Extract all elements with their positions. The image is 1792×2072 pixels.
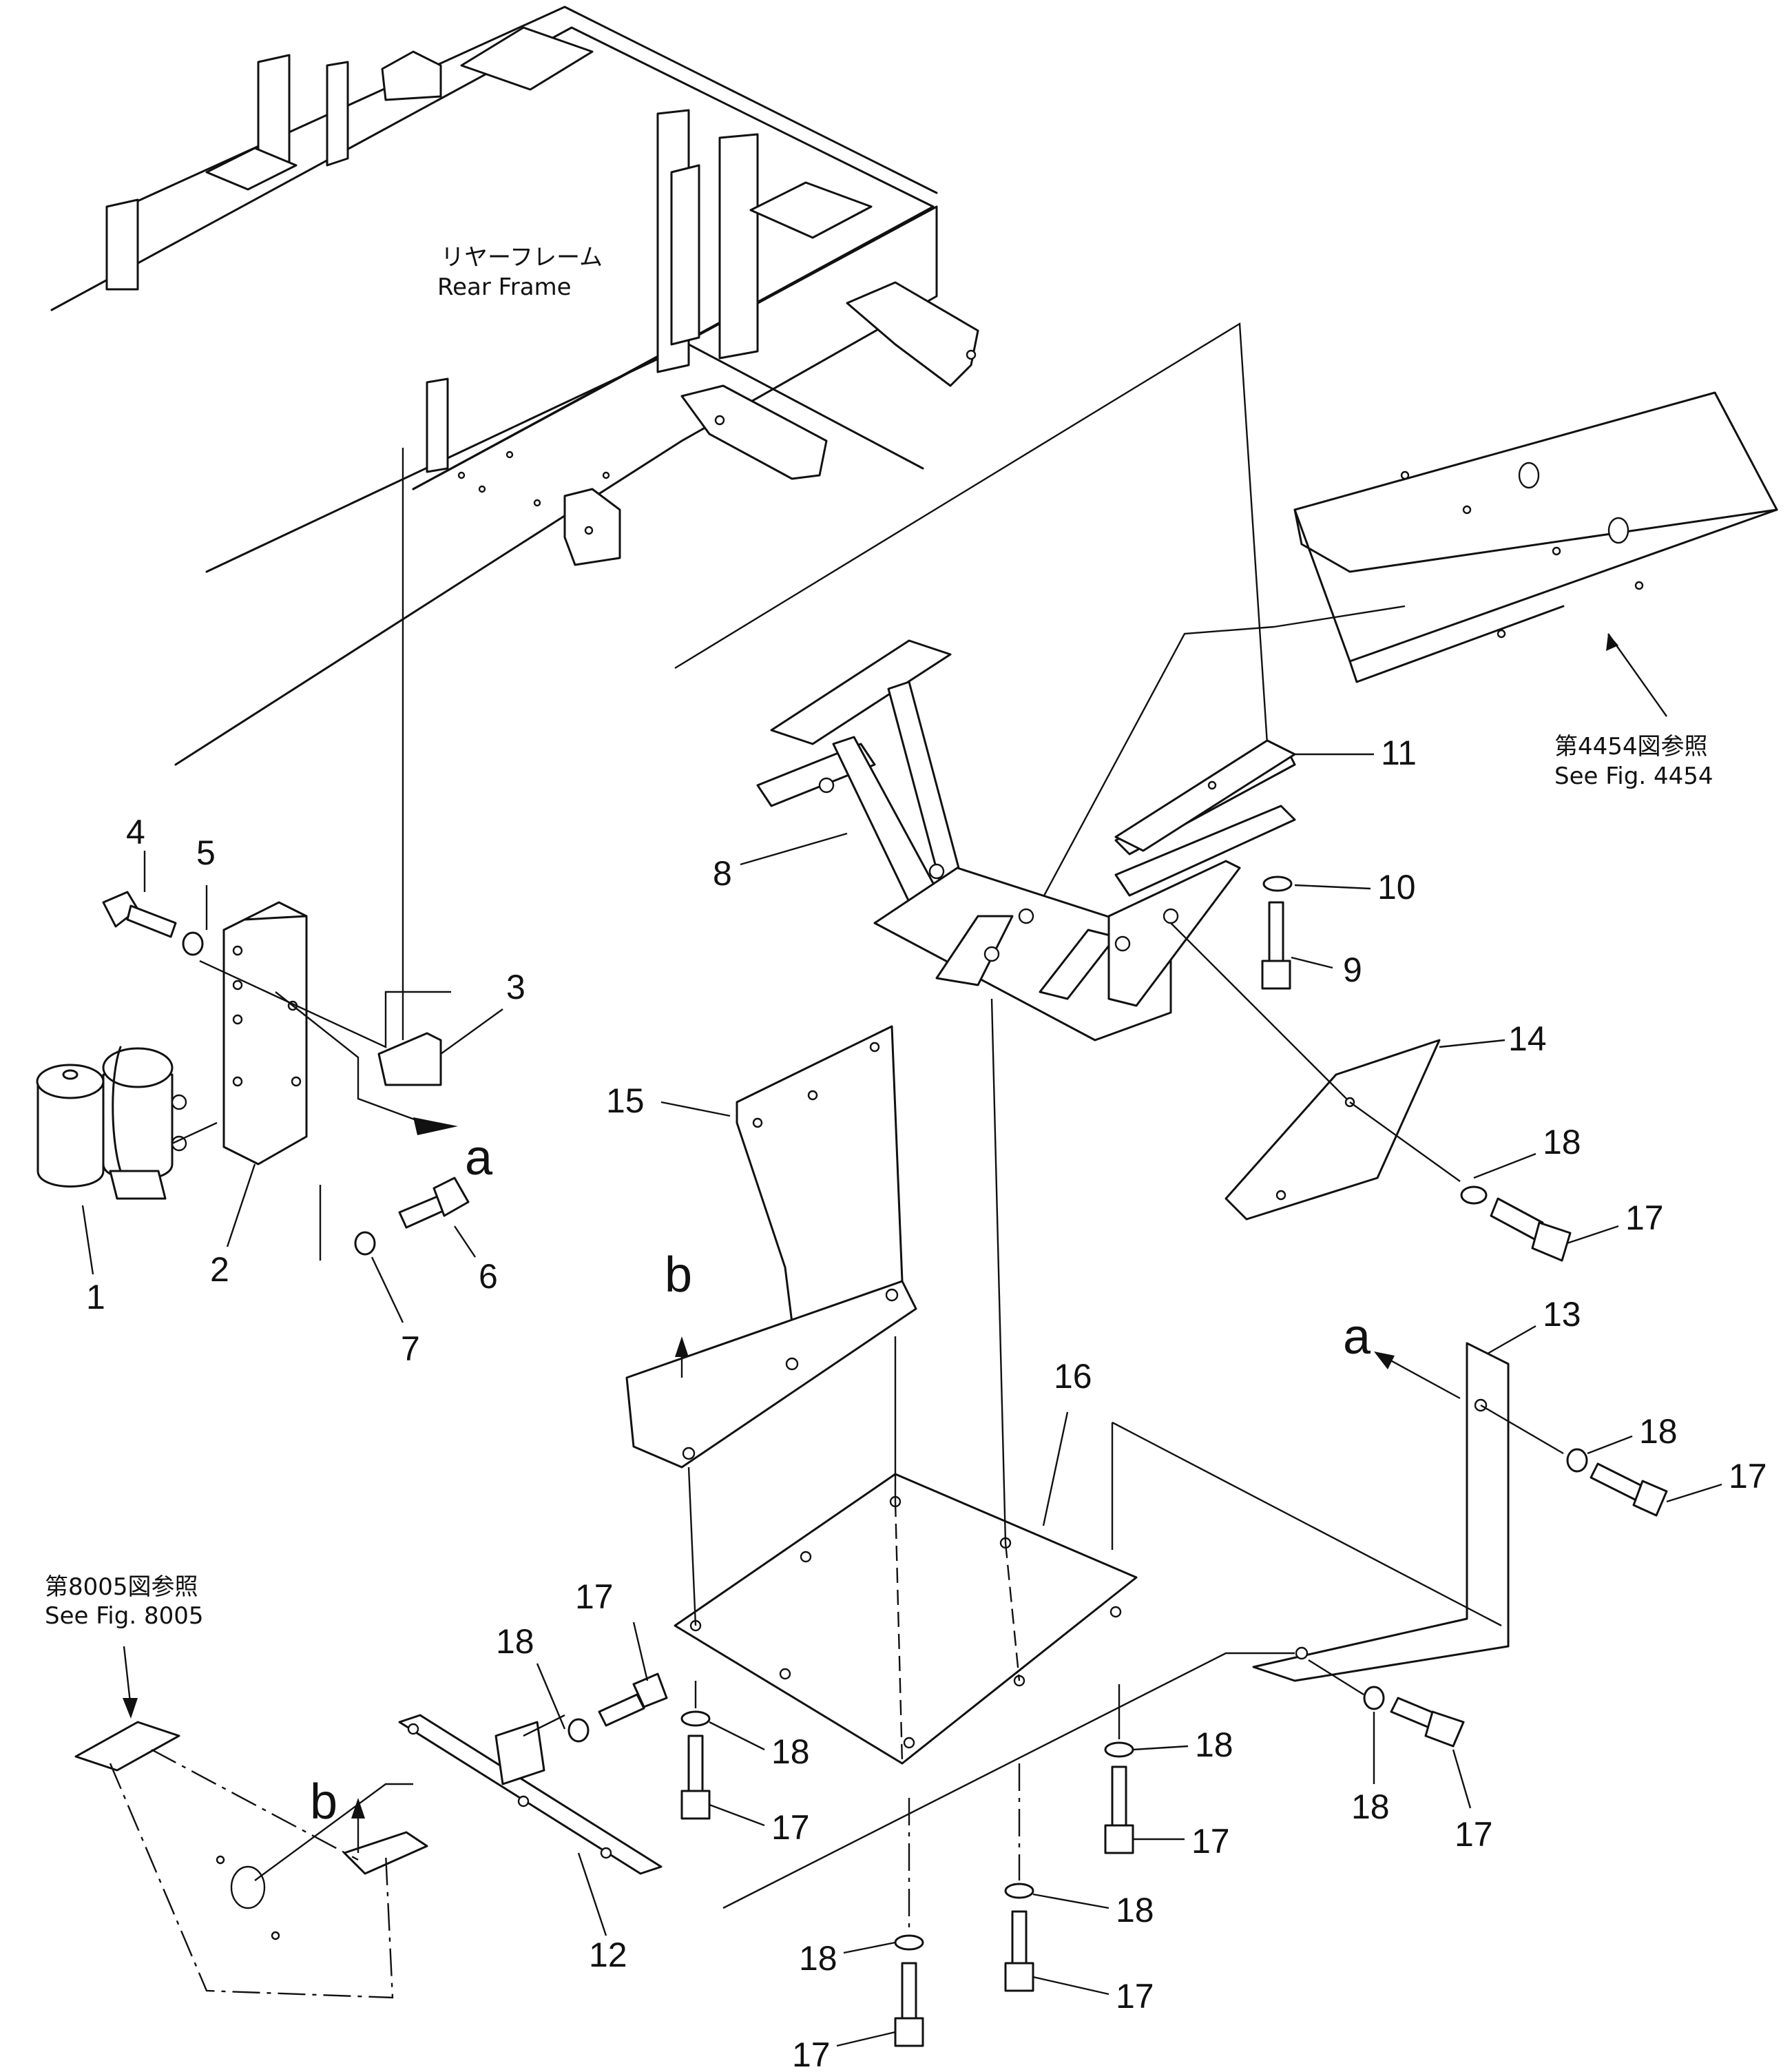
callout-12: 12: [589, 1936, 627, 1974]
view-letter-b-bottom: b: [310, 1774, 337, 1830]
washer-18-lower-d: [894, 1934, 924, 1951]
motor-1: [36, 1046, 187, 1200]
panel-15: [625, 1025, 917, 1469]
bolt-17-side: [1390, 1697, 1465, 1748]
callout-16: 16: [1054, 1357, 1092, 1396]
callout-18-side: 18: [1351, 1788, 1390, 1826]
mount-plate-2: [222, 901, 308, 1166]
bolt-17-rail: [598, 1672, 668, 1727]
washer-18-lower-a: [680, 1710, 711, 1727]
callout-17-lower-b: 17: [1191, 1822, 1230, 1861]
washer-18-rail: [567, 1718, 590, 1743]
callout-3: 3: [506, 968, 525, 1006]
callout-17-bracket: 17: [1729, 1457, 1767, 1495]
seat-bracket-8: [756, 639, 1296, 1042]
bolt-17-bracket: [1590, 1462, 1668, 1517]
callout-5: 5: [196, 833, 216, 872]
callout-17-lower-c: 17: [1116, 1977, 1154, 2016]
callout-18-cover: 18: [1543, 1123, 1581, 1161]
rear-frame-label-en: Rear Frame: [437, 273, 572, 301]
washer-18-side: [1363, 1686, 1385, 1710]
washer-18-lower-b: [1104, 1741, 1134, 1758]
callout-14: 14: [1508, 1019, 1547, 1058]
bolt-17-lower-a: [680, 1734, 711, 1820]
cover-14: [1225, 1039, 1441, 1221]
fig-4454-ref-jp: 第4454図参照: [1554, 733, 1708, 760]
bracket-13: [1252, 1342, 1510, 1682]
bolt-9: [1261, 901, 1291, 990]
plate-3: [377, 1032, 442, 1086]
callout-7: 7: [401, 1329, 420, 1368]
callout-17-cover: 17: [1625, 1199, 1664, 1237]
callout-17-rail: 17: [575, 1577, 614, 1616]
callout-4: 4: [126, 813, 145, 851]
rear-frame-label-jp: リヤーフレーム: [441, 244, 603, 271]
callout-9: 9: [1343, 951, 1362, 989]
callout-18-bracket: 18: [1639, 1412, 1678, 1451]
base-plate-16: [674, 1473, 1138, 1765]
callout-10: 10: [1377, 868, 1416, 906]
fig-4454-ref-en: See Fig. 4454: [1554, 763, 1713, 790]
washer-18-lower-c: [1004, 1883, 1034, 1899]
rail-12: [398, 1714, 663, 1875]
washer-18-bracket: [1566, 1448, 1588, 1473]
washer-10: [1262, 876, 1293, 892]
view-letter-a-right: a: [1343, 1309, 1371, 1365]
callout-18-lower-c: 18: [1116, 1891, 1154, 1929]
washer-18-cover: [1460, 1185, 1488, 1205]
callout-17-side: 17: [1455, 1815, 1493, 1854]
callout-18-lower-a: 18: [771, 1732, 810, 1771]
callout-18-lower-b: 18: [1195, 1726, 1233, 1764]
floor-plate-reference: [1293, 391, 1778, 683]
callout-15: 15: [606, 1081, 645, 1120]
callout-1: 1: [86, 1278, 105, 1316]
fig-8005-ref-en: See Fig. 8005: [45, 1602, 203, 1630]
fig-8005-ref-jp: 第8005図参照: [45, 1573, 198, 1601]
callout-2: 2: [210, 1250, 229, 1289]
callout-18-rail: 18: [496, 1622, 534, 1661]
view-letter-b-top: b: [665, 1247, 692, 1303]
washer-7: [354, 1231, 376, 1256]
bolt-6: [398, 1177, 470, 1229]
washer-5: [182, 931, 204, 956]
leader-lines: [81, 753, 1722, 2047]
callout-numbers: 4 5 3 8 11 10 9 14 15 1 2 6 7 18 17 16 1…: [86, 734, 1767, 2072]
callout-18-lower-d: 18: [799, 1939, 837, 1978]
view-letter-a-left: a: [465, 1130, 493, 1185]
pedal-assembly-8005: [74, 1721, 428, 1999]
bolt-4: [102, 891, 177, 938]
callout-8: 8: [713, 854, 732, 893]
plate-11: [1114, 739, 1296, 852]
callout-11: 11: [1381, 734, 1417, 772]
callout-17-lower-a: 17: [771, 1808, 810, 1847]
callout-17-lower-d: 17: [792, 2035, 831, 2072]
rear-frame: [50, 6, 979, 766]
bolt-17-lower-d: [894, 1962, 924, 2047]
bolt-17-lower-c: [1004, 1910, 1034, 1992]
bolt-17-cover: [1490, 1197, 1572, 1262]
bolt-17-lower-b: [1104, 1765, 1134, 1854]
callout-13: 13: [1543, 1295, 1581, 1334]
callout-6: 6: [479, 1257, 498, 1296]
